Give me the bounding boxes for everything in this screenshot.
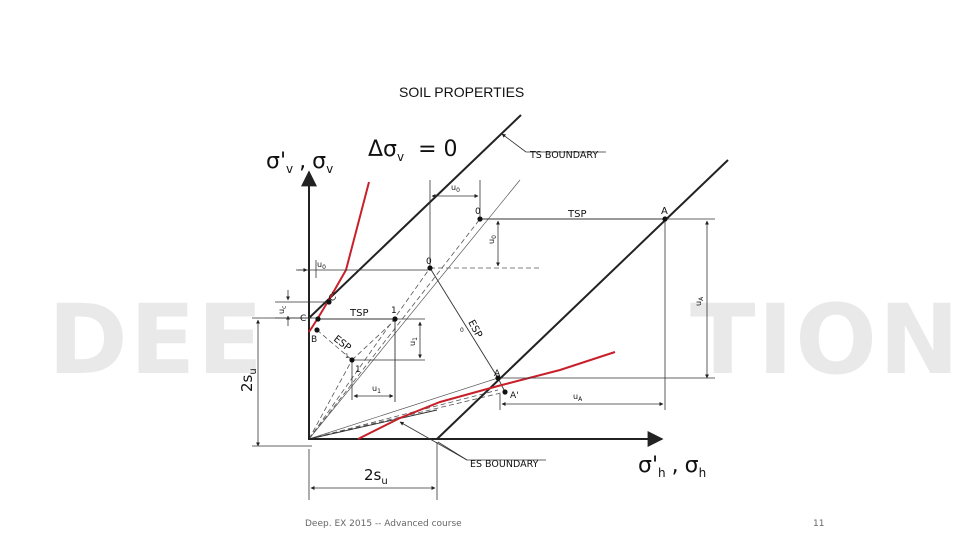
tsp-top-label: TSP [567, 209, 587, 220]
point-0-top-label: 0 [475, 207, 481, 217]
es-boundary-label: ES BOUNDARY [470, 459, 539, 470]
es-boundary-lower-red [357, 351, 616, 440]
angle-sub-0-label: 0 [460, 327, 464, 334]
footer-course-text: Deep. EX 2015 -- Advanced course [305, 519, 462, 529]
two-su-left-label: 2su [238, 368, 259, 392]
ts-boundary-lower [436, 159, 729, 440]
u1-horizontal-label: u1 [372, 384, 381, 395]
point-a-lower-label: A [494, 369, 501, 379]
point-a-prime-label: A' [510, 391, 519, 401]
ts-boundary-label: TS BOUNDARY [529, 150, 598, 161]
condition-label: Δσv= 0 [368, 137, 458, 164]
dashed-stress-paths [308, 218, 540, 440]
solid-stress-paths [308, 218, 665, 440]
tsp-mid-label: TSP [349, 308, 369, 319]
y-axis-label: σ'v,σv [266, 149, 333, 176]
point-a-label: A [661, 206, 668, 217]
point-b-label: B [311, 335, 317, 345]
ua-horizontal-label: uA [573, 392, 583, 403]
page-number: 11 [813, 519, 825, 529]
es-boundary-leader [399, 421, 468, 461]
u0-top-label: u0 [451, 183, 460, 194]
two-su-bottom-label: 2su [364, 466, 388, 487]
watermark-text-left: DEE [48, 284, 265, 396]
radial-line-a [308, 377, 499, 440]
ua-vertical-label: uA [694, 296, 705, 306]
es-boundary-upper-red [308, 181, 370, 333]
uc-label: uc [277, 306, 288, 314]
watermark-text-right: TION [690, 284, 960, 396]
ts-boundary-line [308, 318, 437, 440]
ts-boundary-leader [501, 133, 527, 153]
ts-boundary-upper [308, 114, 522, 319]
u1-vertical-label: u1 [408, 337, 419, 346]
slide-title: SOIL PROPERTIES [399, 84, 525, 100]
x-axis-label: σ'h,σh [638, 453, 706, 480]
dimension-lines [252, 180, 715, 500]
point-1-lower-label: 1 [355, 365, 361, 375]
u0-vertical-label: u0 [487, 235, 498, 244]
u0-left-label: u0 [317, 260, 326, 271]
point-1-upper-label: 1 [391, 306, 397, 316]
point-c-label: C [300, 314, 306, 324]
point-0-mid-label: 0 [426, 257, 432, 267]
angle-sub-1-label: 1 [345, 353, 349, 360]
es-boundary-leader-2 [437, 441, 468, 461]
stress-points [314, 216, 668, 395]
k0-reference-line [308, 179, 521, 440]
